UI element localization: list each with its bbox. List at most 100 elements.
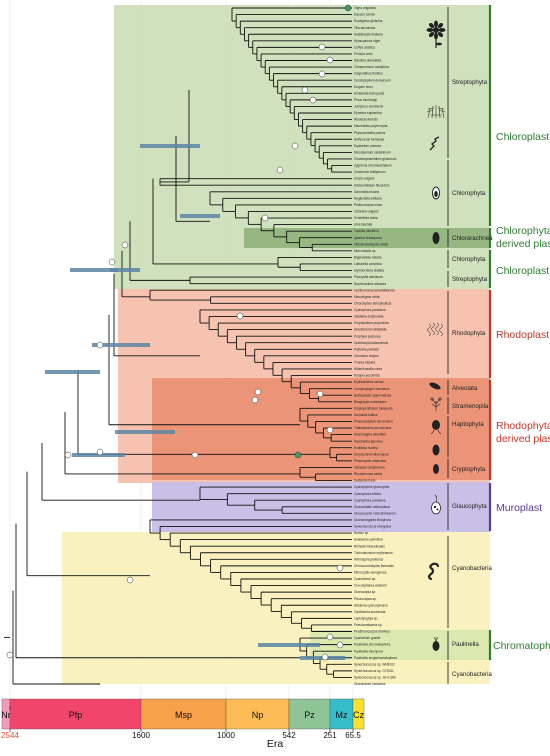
taxon-label: Synechococcus elongatus (354, 525, 391, 529)
taxon-label: Erythrotrichia carnea (354, 380, 384, 384)
tree-node (336, 564, 344, 572)
taxon-label: Kryptoperidinium foliaceum (354, 406, 393, 410)
taxon-label: Tilia amurensis (354, 26, 376, 30)
era-segment (9, 698, 142, 730)
taxon-label: Hyoscyamus niger (354, 39, 381, 43)
clade-cyanobacteria: Cyanobacteria (452, 565, 492, 572)
taxon-label: Monomastix sp. (354, 249, 376, 253)
taxon-label: Paulinella longichromatophora (354, 656, 397, 660)
taxon-label: Saccharina japonica (354, 439, 383, 443)
taxon-label: Primula veris (354, 52, 373, 56)
taxon-label: Porphyra purpurea (354, 334, 381, 338)
clade-cryptophyta: Cryptophyta (452, 466, 486, 473)
tree-node (96, 341, 104, 349)
cryptomonad-icon (433, 464, 439, 474)
taxon-label: Teleaulax amphioxeia (354, 466, 385, 470)
taxon-label: Daucus carota (354, 13, 375, 17)
taxon-label: Mesotaenium caldariorum (354, 150, 391, 154)
taxon-label: Cymbomonas tetramitiformis (354, 288, 395, 292)
cell-icon (429, 382, 441, 390)
chlorophyta-derived-region (244, 228, 490, 248)
taxon-label: Cyanobium gracile (354, 636, 381, 640)
taxon-label: Hildenbrandia rubra (354, 367, 382, 371)
taxon-label: Chaetosphaeridium globosum (354, 157, 397, 161)
taxon-label: Emiliania huxleyi (354, 446, 378, 450)
tree-node (251, 396, 259, 404)
clade-haptophyta: Haptophyta (452, 421, 484, 428)
taxon-label: Microcystis aeruginosa (354, 571, 387, 575)
taxon-label: Pinus thunbergii (354, 98, 377, 102)
taxon-label: Neglectella solitaria (354, 196, 382, 200)
clade-labels: Streptophyta Chlorophyta Chlorarachnea C… (452, 79, 493, 678)
taxon-label: Cinnamomum camphora (354, 65, 389, 69)
clade-stramenopila: Stramenopila (452, 403, 489, 410)
taxon-label: Oltmannsiellopsis viridis (354, 242, 388, 246)
region-label-chloroplast: Chloroplast (496, 131, 549, 143)
tree-node (64, 451, 72, 459)
axis-tick-label: 1600 (132, 731, 150, 740)
region-label-chlorophyta-derived-1: Chlorophyta (496, 225, 550, 237)
taxon-label: Pyropia yezoensis (354, 374, 380, 378)
region-label-chromatophore: Chromatophore (493, 640, 550, 652)
tree-node (294, 451, 302, 459)
cyanobacteria-lower-strip (310, 661, 490, 667)
tree-node (336, 641, 344, 649)
axis-title: Era (267, 738, 284, 750)
era-label: Pz (304, 710, 315, 720)
taxon-label: Gemmella mucea (354, 190, 379, 194)
taxon-label: Rhodomonas salina (354, 472, 382, 476)
axis-tick-label: 65.5 (345, 731, 361, 740)
cell-icon (432, 232, 440, 244)
taxon-label: Vigna angularis (354, 6, 376, 10)
taxon-label: Ulva fasciata (354, 223, 372, 227)
region-label-chloroplast-2: Chloroplast (496, 265, 549, 277)
taxon-label: Lotharella oceanica (354, 262, 382, 266)
taxon-label: Nandina domestica (354, 59, 382, 63)
tree-node (318, 43, 326, 51)
taxon-label: Heterosigma akashiwo (354, 433, 386, 437)
taxon-label: Durinskia baltica (354, 413, 378, 417)
taxon-label: Cyanothece sp. (354, 577, 376, 581)
tree-node (316, 390, 324, 398)
era-label: Nr (1, 710, 11, 720)
taxon-label: Closterium baillyanum (354, 170, 386, 174)
taxon-label: Anthoceros formosae (354, 137, 385, 141)
tree-nodes (6, 4, 352, 661)
taxon-label: Phaeocystis antarctica (354, 459, 386, 463)
axis-tick-label: 1000 (217, 731, 235, 740)
taxon-label: Prochlorococcus marinus (354, 630, 390, 634)
taxon-label: Guillardia theta (354, 479, 376, 483)
taxon-label: Tupiella akinetica (354, 229, 379, 233)
clade-glaucophyta: Glaucophyta (452, 503, 487, 510)
taxon-label: Picocystis salinarum (354, 275, 383, 279)
taxon-label: Chroococcidiopsis thermalis (354, 564, 394, 568)
taxon-label: Glaucocystis nostochinearum (354, 511, 396, 515)
tree-node (318, 70, 326, 78)
taxon-label: Calycanthus floridus (354, 72, 383, 76)
taxon-label: Gracilaria tenuistipitata (354, 328, 387, 332)
taxon-label: Nostoc sp. (354, 531, 369, 535)
taxon-label: Chrysochromulina parva (354, 452, 389, 456)
taxon-label: Pseudanabaena sp. (354, 623, 382, 627)
taxon-label: Gloeocapsa sp. (354, 590, 376, 594)
axis-tick-label: 2544 (1, 731, 19, 740)
tree-node (126, 576, 134, 584)
taxon-label: Stanieria cyanosphaera (354, 603, 388, 607)
clade-rhodophyta: Rhodophyta (452, 330, 486, 337)
clade-paulinella: Paulinella (452, 641, 479, 648)
taxon-label: Equisetum arvense (354, 144, 382, 148)
era-label: Cz (353, 710, 364, 720)
tree-branches (4, 7, 352, 685)
taxon-label: Synechococcus sp. JA-3-3Ab (354, 676, 396, 680)
region-label-rhodophyta-derived-1: Rhodophyta (496, 420, 550, 432)
era-label: Np (252, 710, 264, 720)
era-segment (352, 698, 365, 730)
taxon-label: Ceratophyllum demersum (354, 78, 391, 82)
taxon-label: Mesostigma viride (354, 295, 380, 299)
region-label-rhodoplast: Rhodoplast (496, 329, 549, 341)
taxon-label: Woodsia ilvensis (354, 118, 378, 122)
era-segment (288, 698, 331, 730)
clade-chlorarachnea: Chlorarachnea (452, 235, 493, 242)
region-label-rhodophyta-derived-2: derived plastid (496, 433, 550, 445)
